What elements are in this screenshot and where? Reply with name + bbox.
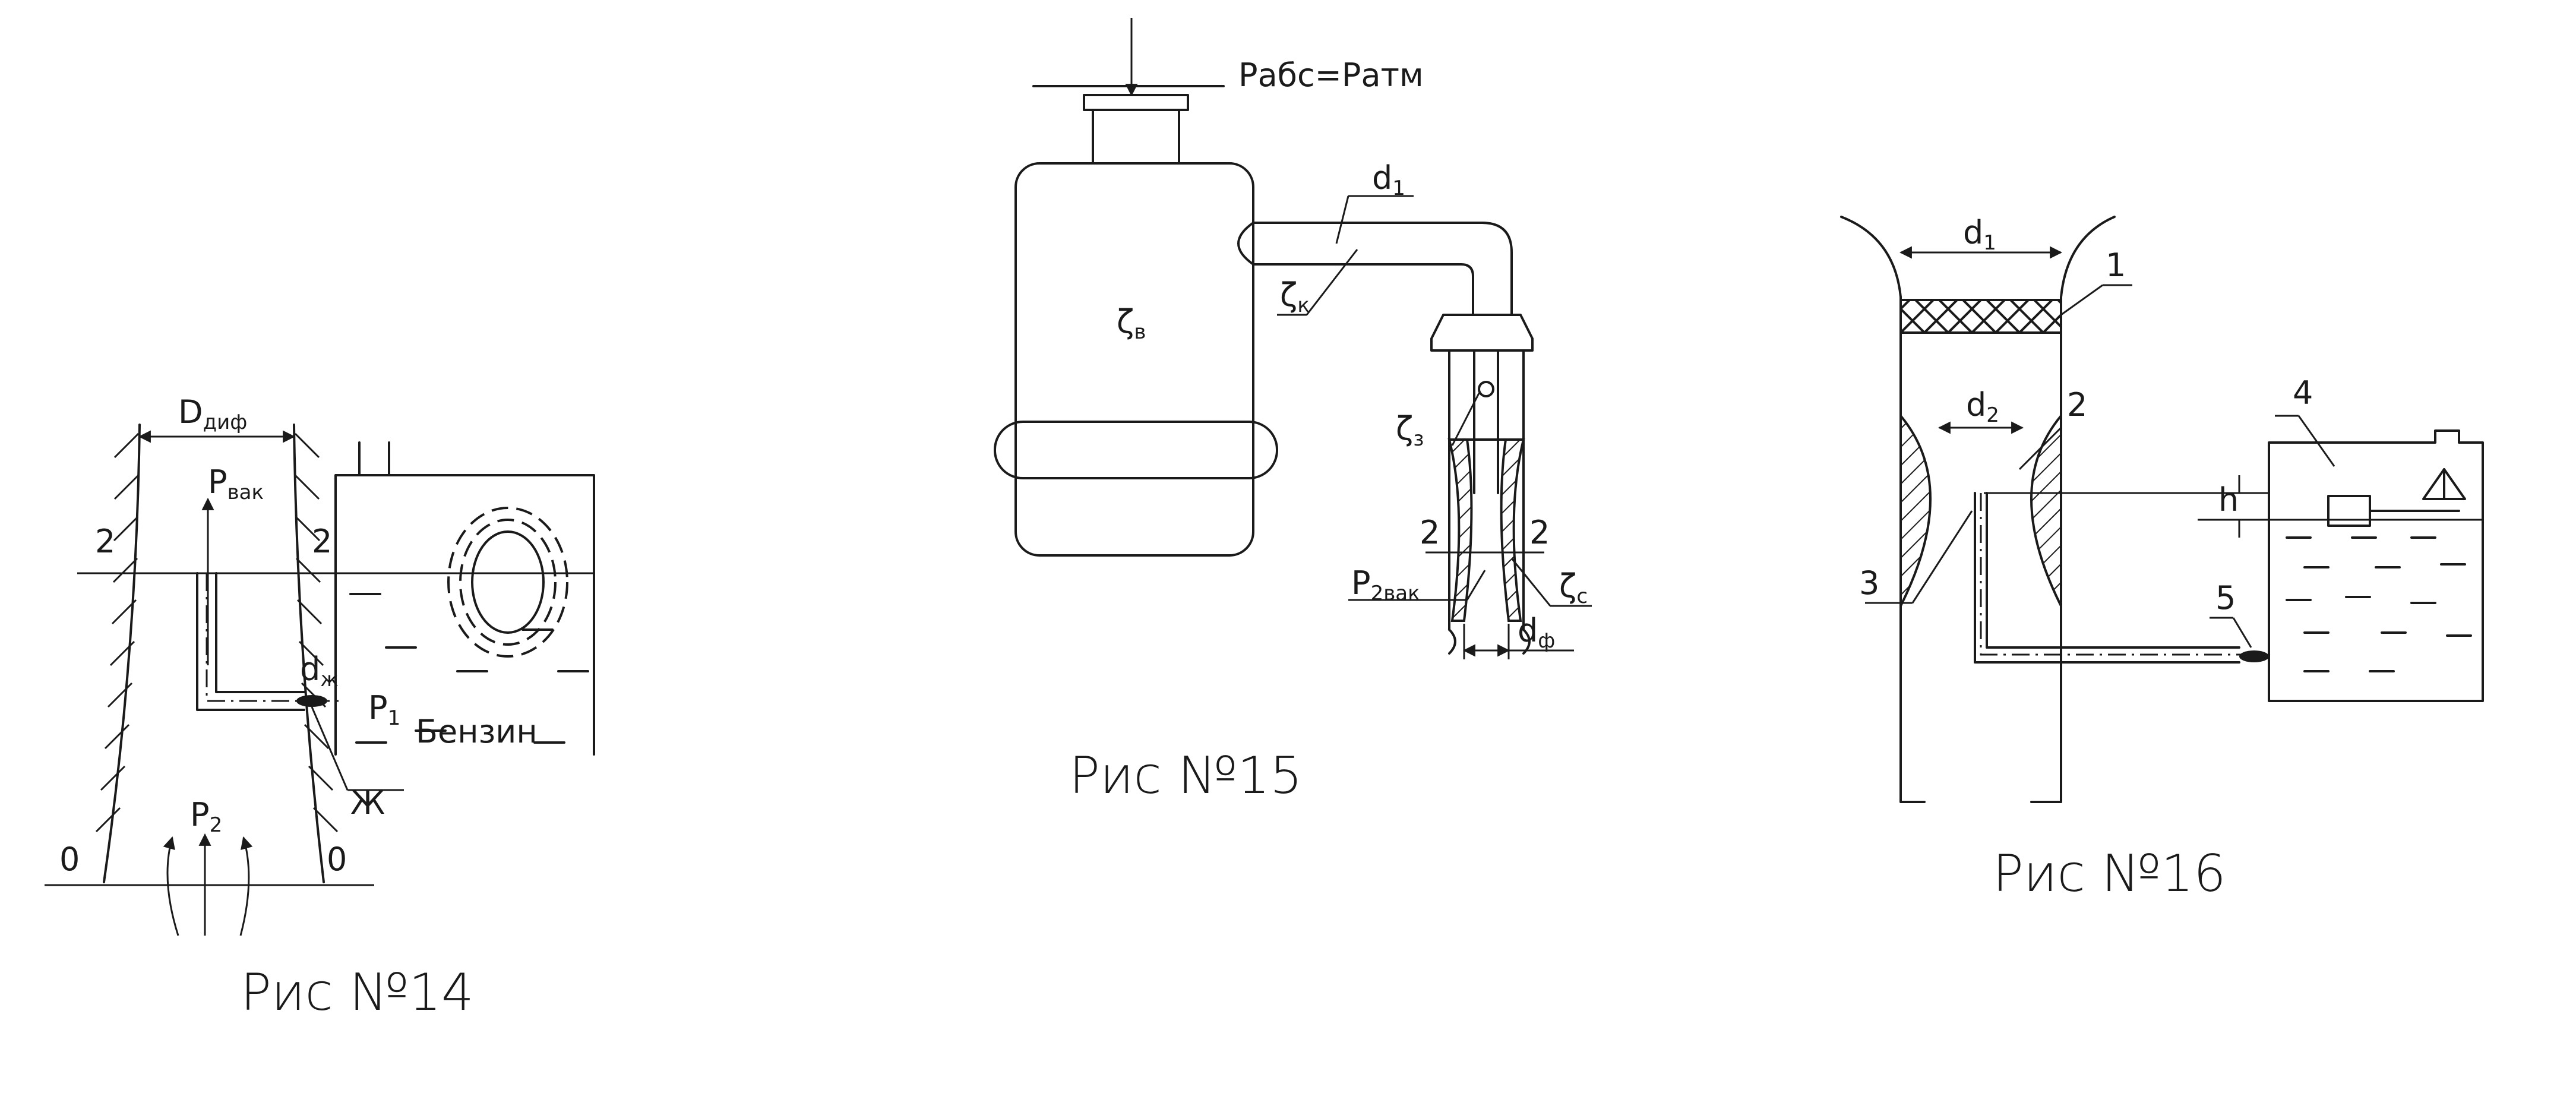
fig16-venturi-left (1899, 412, 1932, 606)
fig16-fuel-marks (2286, 536, 2472, 672)
fig15-throttle-valve (1478, 381, 1494, 397)
fig14-label-2-left: 2 (95, 523, 115, 560)
fig15-pipe-inner (1252, 263, 1474, 316)
fig16-filter-mesh (1899, 299, 2062, 334)
fig15-throttle-housing (1448, 349, 1525, 441)
fig15-zeta-v-label: ζв (1117, 303, 1146, 344)
fig16-right-wall (2030, 216, 2116, 803)
fig14-fuel-tube-inner (215, 572, 305, 693)
fig15-zeta-z-label: ζз (1396, 410, 1424, 451)
fig16-carburetor: d1 1 d2 2 3 5 (1840, 214, 2484, 904)
fig16-caption: Рис №16 (1993, 844, 2226, 904)
fig15-venturi-left (1447, 438, 1473, 622)
fig14-left-wall (103, 424, 141, 883)
fig15-p2vak-label: P2вак (1351, 564, 1420, 605)
fig16-label-5: 5 (2215, 579, 2236, 617)
fig16-d1-label: d1 (1963, 214, 1996, 255)
fig14-p1-label: P1 (368, 689, 400, 730)
fig14-diffuser: Dдиф 2 2 Pвак dж Ж (45, 393, 595, 1022)
fig16-fuel-tube-inner (1986, 492, 2240, 649)
fig16-jet (2239, 650, 2269, 662)
fig15-zeta-c-leader (1510, 558, 1551, 606)
fig16-venturi-right (2030, 412, 2062, 606)
fig16-label-2: 2 (2067, 386, 2087, 424)
fig14-jet (296, 695, 327, 707)
fig15-pipe-outer (1252, 222, 1513, 316)
fig15-zeta-k-label: ζк (1280, 276, 1310, 317)
fig15-df-label: dф (1518, 612, 1555, 653)
fig16-label-3: 3 (1859, 564, 1879, 602)
fig14-zh-label: Ж (350, 784, 385, 822)
fig16-float (2327, 495, 2371, 527)
fig15-zeta-k-leader (1306, 249, 1358, 315)
fig15-caption: Рис №15 (1069, 746, 1303, 805)
fig14-float-outer (447, 507, 568, 658)
fig14-float-chamber (334, 474, 595, 756)
fig14-label-2-right: 2 (312, 523, 332, 560)
fig15-label-2-right: 2 (1529, 514, 1550, 551)
fig16-leader-1 (2060, 284, 2103, 316)
fig14-inflow-arrow-right (239, 836, 253, 936)
fig16-float-chamber (2268, 429, 2484, 702)
fig16-label-1: 1 (2106, 247, 2126, 284)
fig15-flange (1430, 314, 1534, 352)
fig14-fuel-level-marks (349, 593, 589, 744)
fig14-right-wall (293, 424, 325, 883)
fig16-h-label: h (2218, 481, 2239, 519)
fig16-d2-label: d2 (1966, 386, 1999, 427)
fig15-cap (1083, 94, 1189, 111)
fig14-fuel-tube-outer (196, 572, 305, 711)
fig14-ddif-label: Dдиф (178, 393, 247, 434)
fig14-right-hatch (294, 432, 339, 833)
fig16-leader-4 (2297, 415, 2335, 467)
fig14-inflow-arrow-left (163, 836, 179, 936)
fig14-p2-label: P2 (190, 796, 222, 837)
fig14-float-inner (471, 530, 545, 634)
fig14-caption: Рис №14 (241, 963, 474, 1022)
fig14-dzh-label: dж (300, 650, 339, 691)
fig16-leader-3 (1911, 510, 1973, 604)
fig14-label-0-left: 0 (59, 841, 80, 878)
fig15-venturi-right (1500, 438, 1525, 622)
fig16-left-wall (1840, 216, 1926, 803)
fig15-clamp-band (994, 421, 1278, 479)
fig14-pvak-label: Pвак (208, 463, 264, 504)
fig15-d1-label: d1 (1372, 159, 1405, 200)
fig16-leader-5 (2232, 617, 2252, 648)
fig14-benzin-label: Бензин (416, 713, 538, 750)
fig14-fuel-tube-axis (206, 573, 339, 702)
fig15-p2vak-leader (1466, 570, 1486, 601)
fig14-zh-leader (311, 706, 349, 791)
fig15-zeta-c-label: ζс (1559, 567, 1588, 608)
fig15-air-filter: Pабс=Pатм ζв d1 ζк ζз 2 2 P (994, 18, 1592, 805)
fig16-fuel-tube-axis (1980, 493, 2257, 656)
fig16-fuel-tube-outer (1974, 492, 2240, 664)
fig15-filter-body (1014, 162, 1254, 557)
fig15-pressure-label: Pабс=Pатм (1238, 56, 1424, 94)
fig14-label-0-right: 0 (327, 841, 347, 878)
fig15-zeta-z-leader (1451, 393, 1480, 446)
fig16-leader-2 (2018, 427, 2062, 470)
fig14-left-hatch (95, 432, 140, 833)
fig15-label-2-left: 2 (1420, 514, 1440, 551)
fig16-label-4: 4 (2293, 374, 2313, 412)
